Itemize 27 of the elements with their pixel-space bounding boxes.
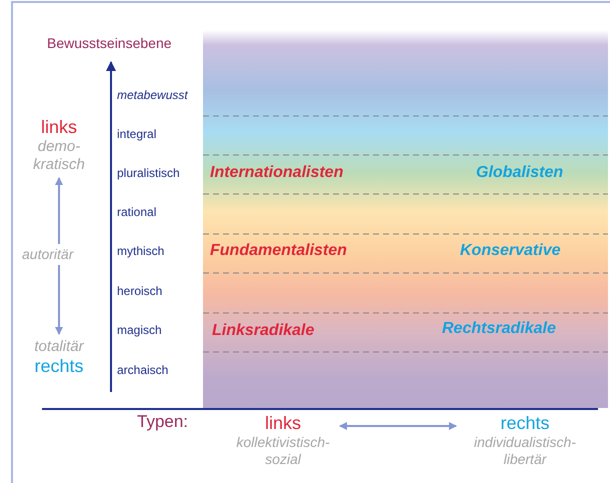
pole-name: links — [264, 413, 302, 434]
pole-name: rechts — [499, 413, 551, 434]
type-label: Internationalisten — [210, 164, 344, 182]
type-label: Rechtsradikale — [442, 320, 556, 338]
double-arrow — [55, 177, 63, 335]
pole-description: rechts — [33, 356, 85, 377]
level-name: archaisch — [117, 364, 168, 378]
type-label: Linksradikale — [212, 322, 314, 340]
pole-name: totalitär — [33, 338, 85, 356]
level-name: mythisch — [117, 245, 164, 258]
pole-description: kollektivistisch- sozial — [235, 434, 331, 468]
level-name: rational — [117, 206, 156, 220]
level-name: pluralistisch — [117, 167, 180, 180]
axis-title: Bewusstseinsebene — [47, 36, 172, 52]
level-name: heroisch — [117, 285, 162, 298]
pole-name: links — [40, 117, 78, 138]
type-label: Konservative — [460, 242, 560, 260]
axis-text: autoritär — [22, 244, 74, 266]
type-label: Fundamentalisten — [210, 242, 347, 260]
level-name: integral — [117, 128, 156, 142]
level-name: magisch — [117, 324, 162, 338]
double-arrow — [339, 422, 457, 430]
level-name: metabewusst — [117, 89, 188, 102]
pole-description: demo- kratisch — [32, 138, 86, 174]
axis-title: Typen: — [137, 413, 188, 432]
type-label: Globalisten — [476, 164, 564, 182]
pole-description: individualistisch- libertär — [473, 434, 577, 468]
